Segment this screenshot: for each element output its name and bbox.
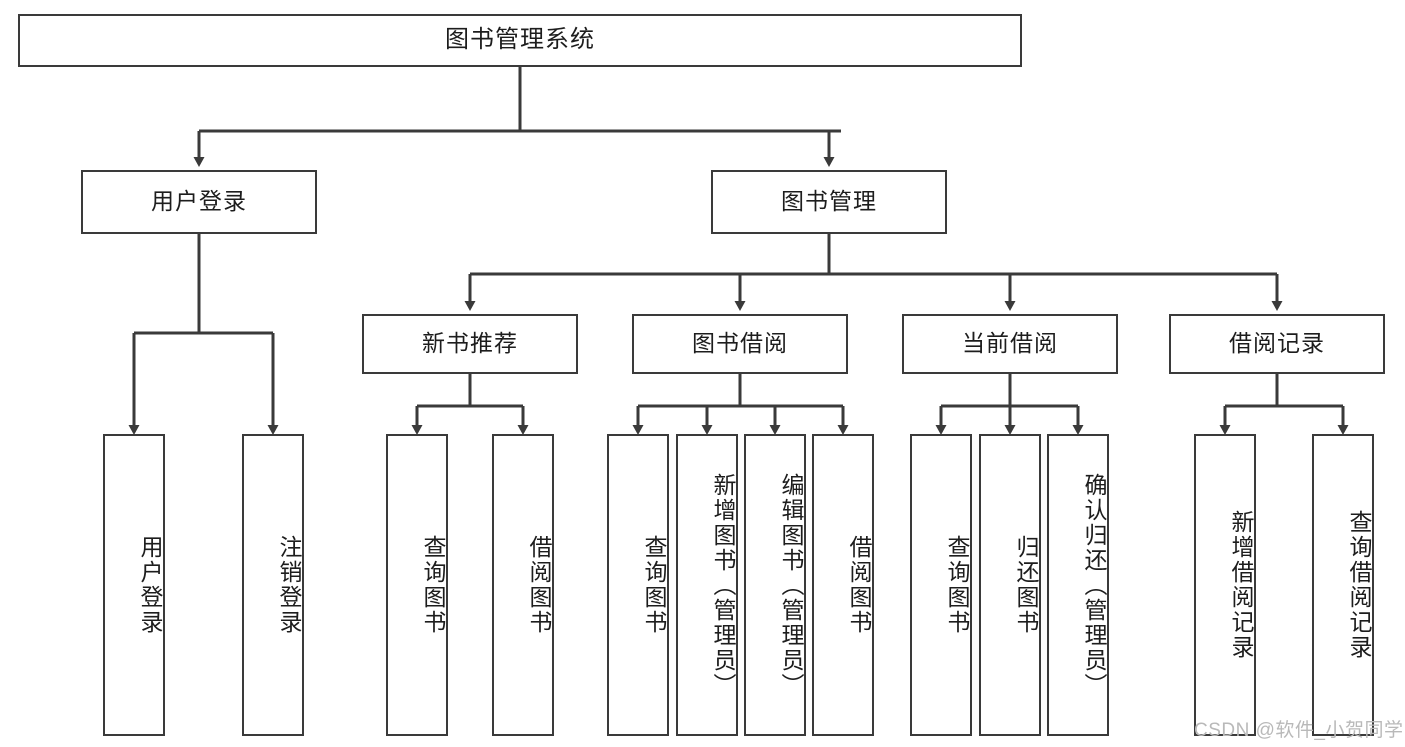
leaf-borrow-book[interactable]: 借阅图书 — [812, 434, 874, 736]
node-label: 新增图书（管理员） — [710, 472, 736, 698]
node-label: 借阅图书 — [846, 535, 872, 635]
node-user-login[interactable]: 用户登录 — [81, 170, 317, 234]
node-label: 编辑图书（管理员） — [778, 472, 804, 698]
node-label: 查询借阅记录 — [1346, 510, 1372, 660]
node-label: 用户登录 — [137, 535, 163, 635]
leaf-user-login[interactable]: 用户登录 — [103, 434, 165, 736]
node-label: 查询图书 — [944, 535, 970, 635]
leaf-query-book-recommend[interactable]: 查询图书 — [386, 434, 448, 736]
leaf-borrow-book-recommend[interactable]: 借阅图书 — [492, 434, 554, 736]
node-label: 借阅记录 — [1229, 330, 1325, 357]
node-label: 借阅图书 — [526, 535, 552, 635]
node-label: 用户登录 — [151, 188, 247, 215]
leaf-edit-book-admin[interactable]: 编辑图书（管理员） — [744, 434, 806, 736]
node-book-borrow[interactable]: 图书借阅 — [632, 314, 848, 374]
node-label: 图书管理 — [781, 188, 877, 215]
leaf-query-book-current[interactable]: 查询图书 — [910, 434, 972, 736]
node-label: 归还图书 — [1013, 535, 1039, 635]
node-borrow-record[interactable]: 借阅记录 — [1169, 314, 1385, 374]
node-label: 查询图书 — [420, 535, 446, 635]
leaf-query-book-borrow[interactable]: 查询图书 — [607, 434, 669, 736]
node-book-manage[interactable]: 图书管理 — [711, 170, 947, 234]
node-label: 新书推荐 — [422, 330, 518, 357]
node-current-borrow[interactable]: 当前借阅 — [902, 314, 1118, 374]
leaf-logout[interactable]: 注销登录 — [242, 434, 304, 736]
node-label: 确认归还（管理员） — [1081, 472, 1107, 698]
node-label: 新增借阅记录 — [1228, 510, 1254, 660]
leaf-confirm-return-admin[interactable]: 确认归还（管理员） — [1047, 434, 1109, 736]
csdn-watermark: CSDN @软件_小贺同学 — [1194, 720, 1404, 741]
leaf-add-borrow-record[interactable]: 新增借阅记录 — [1194, 434, 1256, 736]
node-root-system[interactable]: 图书管理系统 — [18, 14, 1022, 67]
leaf-return-book[interactable]: 归还图书 — [979, 434, 1041, 736]
node-new-book-recommend[interactable]: 新书推荐 — [362, 314, 578, 374]
node-label: 图书管理系统 — [445, 26, 595, 54]
leaf-query-borrow-record[interactable]: 查询借阅记录 — [1312, 434, 1374, 736]
node-label: 当前借阅 — [962, 330, 1058, 357]
leaf-add-book-admin[interactable]: 新增图书（管理员） — [676, 434, 738, 736]
node-label: 注销登录 — [276, 535, 302, 635]
node-label: 查询图书 — [641, 535, 667, 635]
node-label: 图书借阅 — [692, 330, 788, 357]
